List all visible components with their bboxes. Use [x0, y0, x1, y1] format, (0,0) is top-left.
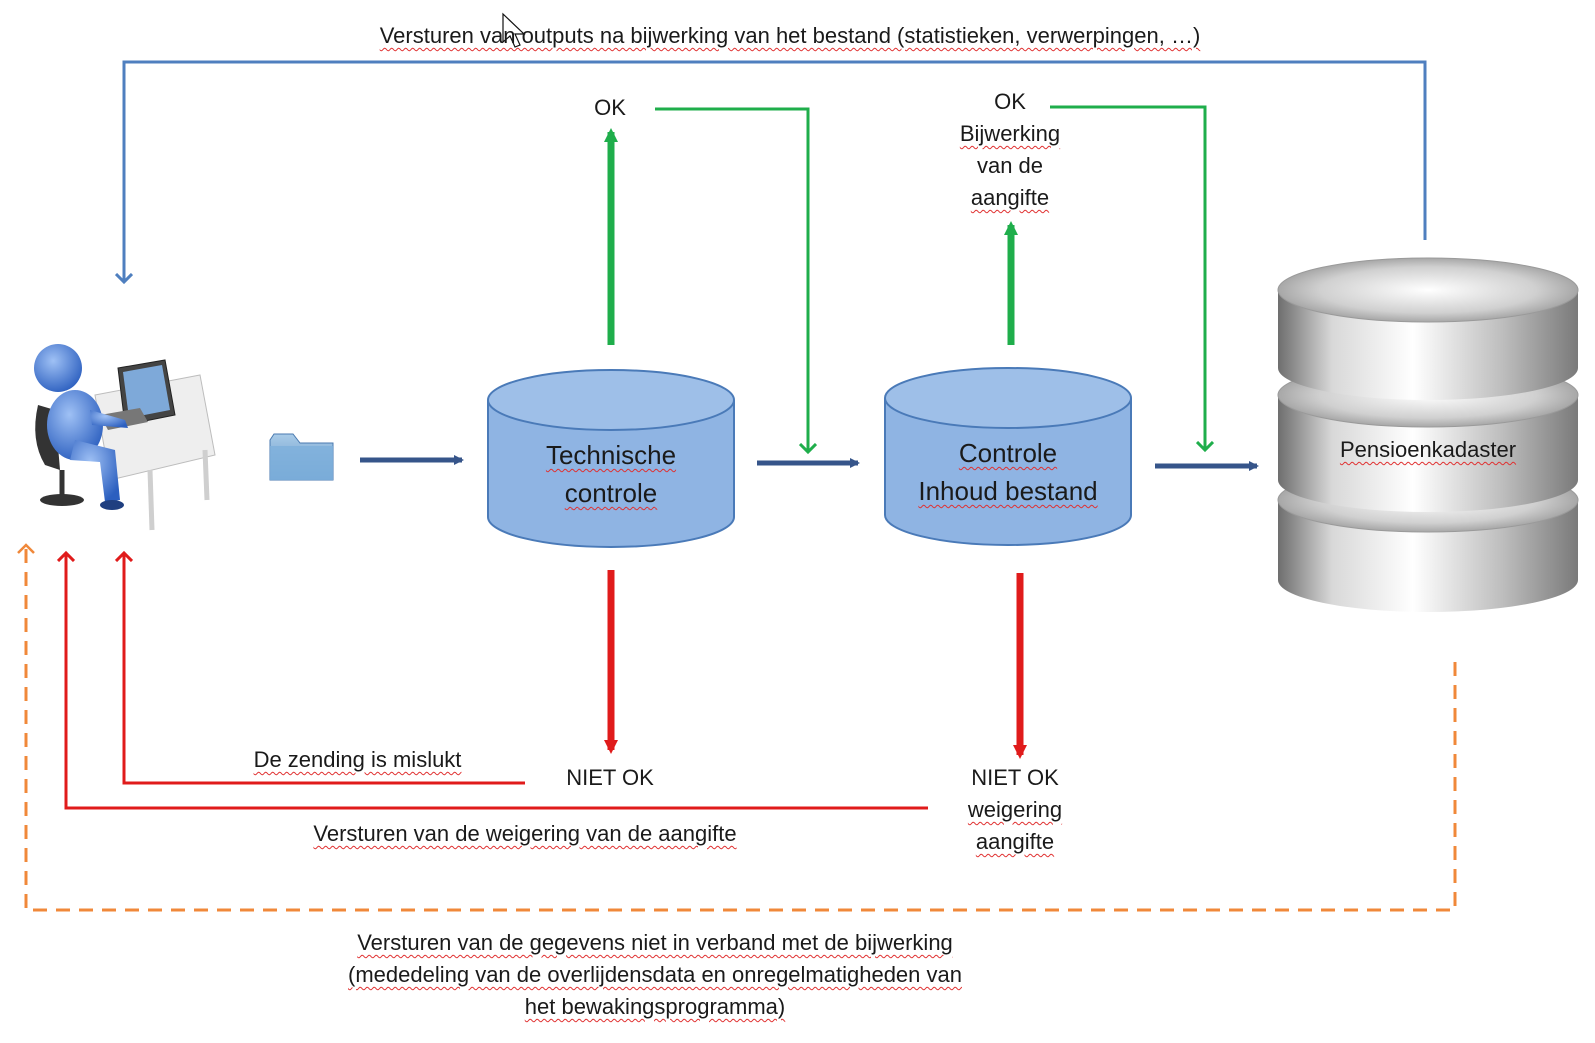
controle-ok-line: aangifte	[970, 185, 1050, 210]
controle-niet-ok-line: aangifte	[975, 829, 1055, 854]
notification-line: (mededeling van de overlijdensdata en on…	[348, 962, 962, 987]
outputs-feedback-label: Versturen van outputs na bijwerking van …	[379, 23, 1201, 48]
controle-niet-ok-line: NIET OK	[971, 765, 1059, 790]
controle-niet-ok-line: weigering	[967, 797, 1063, 822]
data-notification-arrow	[17, 543, 1457, 912]
controle-inhoud-label: Controle Inhoud bestand	[918, 438, 1098, 506]
database-icon	[1277, 257, 1579, 612]
technische-controle-label: Technische controle	[545, 440, 677, 508]
controle-ok-line: Bijwerking	[959, 121, 1061, 146]
controle-ok-forward-arrow	[1050, 105, 1205, 450]
controle-ok-label: OK Bijwerking van de aangifte	[925, 86, 1095, 214]
technische-controle-cylinder	[487, 369, 735, 548]
failed-return-arrow	[124, 553, 525, 785]
cursor-icon	[502, 12, 526, 48]
reject-label: Versturen van de weigering van de aangif…	[313, 821, 737, 846]
controle-inhoud-cylinder	[884, 367, 1132, 546]
database-label: Pensioenkadaster	[1339, 437, 1517, 462]
technische-ok-forward-arrow	[655, 107, 808, 452]
technische-ok-label: OK	[594, 95, 626, 120]
controle-niet-ok-label: NIET OK weigering aangifte	[935, 762, 1095, 858]
failed-label: De zending is mislukt	[253, 747, 462, 772]
data-notification-label: Versturen van de gegevens niet in verban…	[280, 927, 1030, 1023]
controle-ok-line: OK	[994, 89, 1026, 114]
folder-icon	[269, 433, 334, 481]
user-at-computer-icon	[34, 344, 216, 531]
notification-line: Versturen van de gegevens niet in verban…	[357, 930, 953, 955]
reject-return-arrow	[66, 553, 928, 810]
controle-ok-line: van de	[976, 153, 1044, 178]
outputs-feedback-arrow	[124, 60, 1427, 282]
notification-line: het bewakingsprogramma)	[524, 994, 786, 1019]
technische-niet-ok-label: NIET OK	[566, 765, 654, 790]
